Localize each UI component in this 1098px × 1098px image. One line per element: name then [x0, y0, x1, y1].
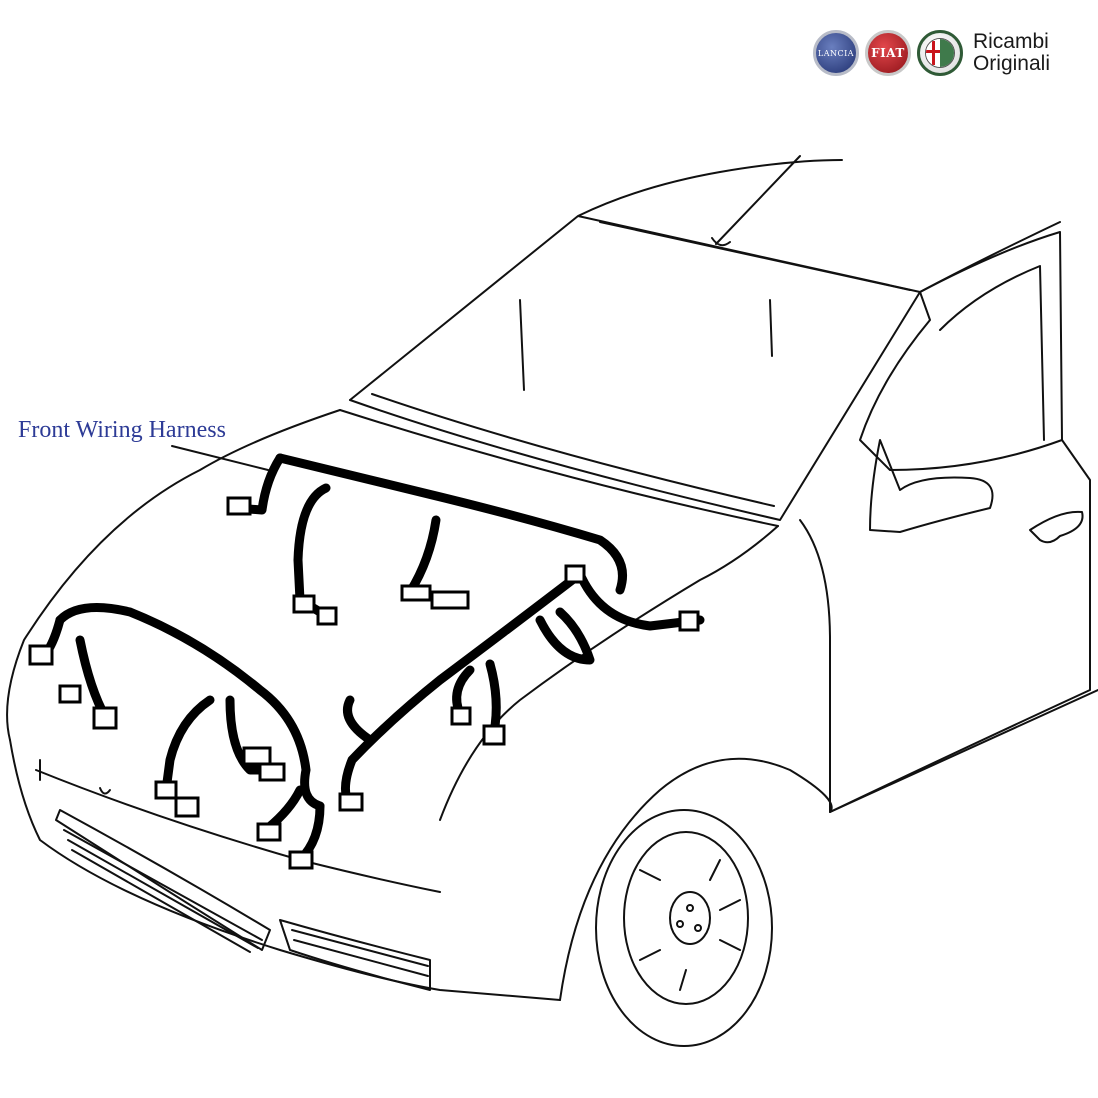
harness-hook: [343, 695, 375, 745]
brand-header: LANCIA FIAT Ricambi Originali: [812, 30, 1050, 76]
harness-left-lower: [75, 635, 111, 723]
front-wiring-harness-label: Front Wiring Harness: [18, 417, 226, 443]
front-door: [799, 439, 1091, 813]
alfa-romeo-emblem: [924, 38, 955, 68]
harness-upper-trunk: [275, 453, 627, 595]
harness-connectors: [28, 496, 700, 870]
harness-center-branch: [405, 515, 441, 597]
lower-grille-left: [55, 809, 271, 951]
connector: [226, 496, 252, 516]
harness-left-loop: [55, 603, 325, 811]
connector: [258, 762, 286, 782]
front-wiring-harness: [35, 453, 705, 865]
connector: [58, 684, 82, 704]
connector: [338, 792, 364, 812]
connector: [482, 724, 506, 746]
connector: [292, 594, 316, 614]
antenna: [711, 155, 801, 247]
alfa-romeo-logo: [916, 30, 963, 76]
connector: [92, 706, 118, 730]
fiat-logo-text: FIAT: [871, 46, 905, 60]
connector: [678, 610, 700, 632]
connector: [564, 564, 586, 584]
connector: [400, 584, 432, 602]
brand-line-2: Originali: [972, 52, 1050, 75]
fiat-logo: FIAT: [864, 30, 911, 76]
front-wheel-arch: [559, 757, 833, 1001]
harness-inner-bundle-2: [225, 695, 285, 775]
lancia-logo: LANCIA: [812, 30, 859, 76]
door-handle: [1029, 510, 1084, 544]
wheel-hub: [669, 891, 711, 945]
connector: [316, 606, 338, 626]
roof-outline: [349, 159, 1061, 401]
harness-diagonal: [341, 569, 585, 811]
harness-upper-left-branch: [231, 453, 285, 515]
brand-line-1: Ricambi: [972, 30, 1049, 53]
hood: [6, 409, 341, 741]
brand-text: Ricambi Originali: [973, 31, 1050, 75]
harness-inner-bundle: [161, 695, 215, 795]
connector: [242, 746, 272, 766]
harness-mid-drop-2: [485, 659, 501, 737]
connector: [174, 796, 200, 818]
connector: [28, 644, 54, 666]
front-wheel-tire: [595, 809, 773, 1047]
harness-upper-drop: [293, 483, 331, 617]
connector: [288, 850, 314, 870]
harness-right-branch: [575, 569, 705, 631]
windshield: [339, 291, 921, 527]
lancia-logo-text: LANCIA: [817, 48, 855, 58]
harness-loop: [535, 607, 595, 665]
lower-grille-right: [279, 919, 431, 991]
connector: [450, 706, 472, 726]
harness-lower-left: [263, 785, 305, 833]
side-window: [859, 231, 1063, 471]
connector: [154, 780, 178, 800]
connector: [256, 822, 282, 842]
front-wheel-rim: [623, 831, 749, 1005]
connector: [430, 590, 470, 610]
side-mirror: [869, 439, 994, 533]
